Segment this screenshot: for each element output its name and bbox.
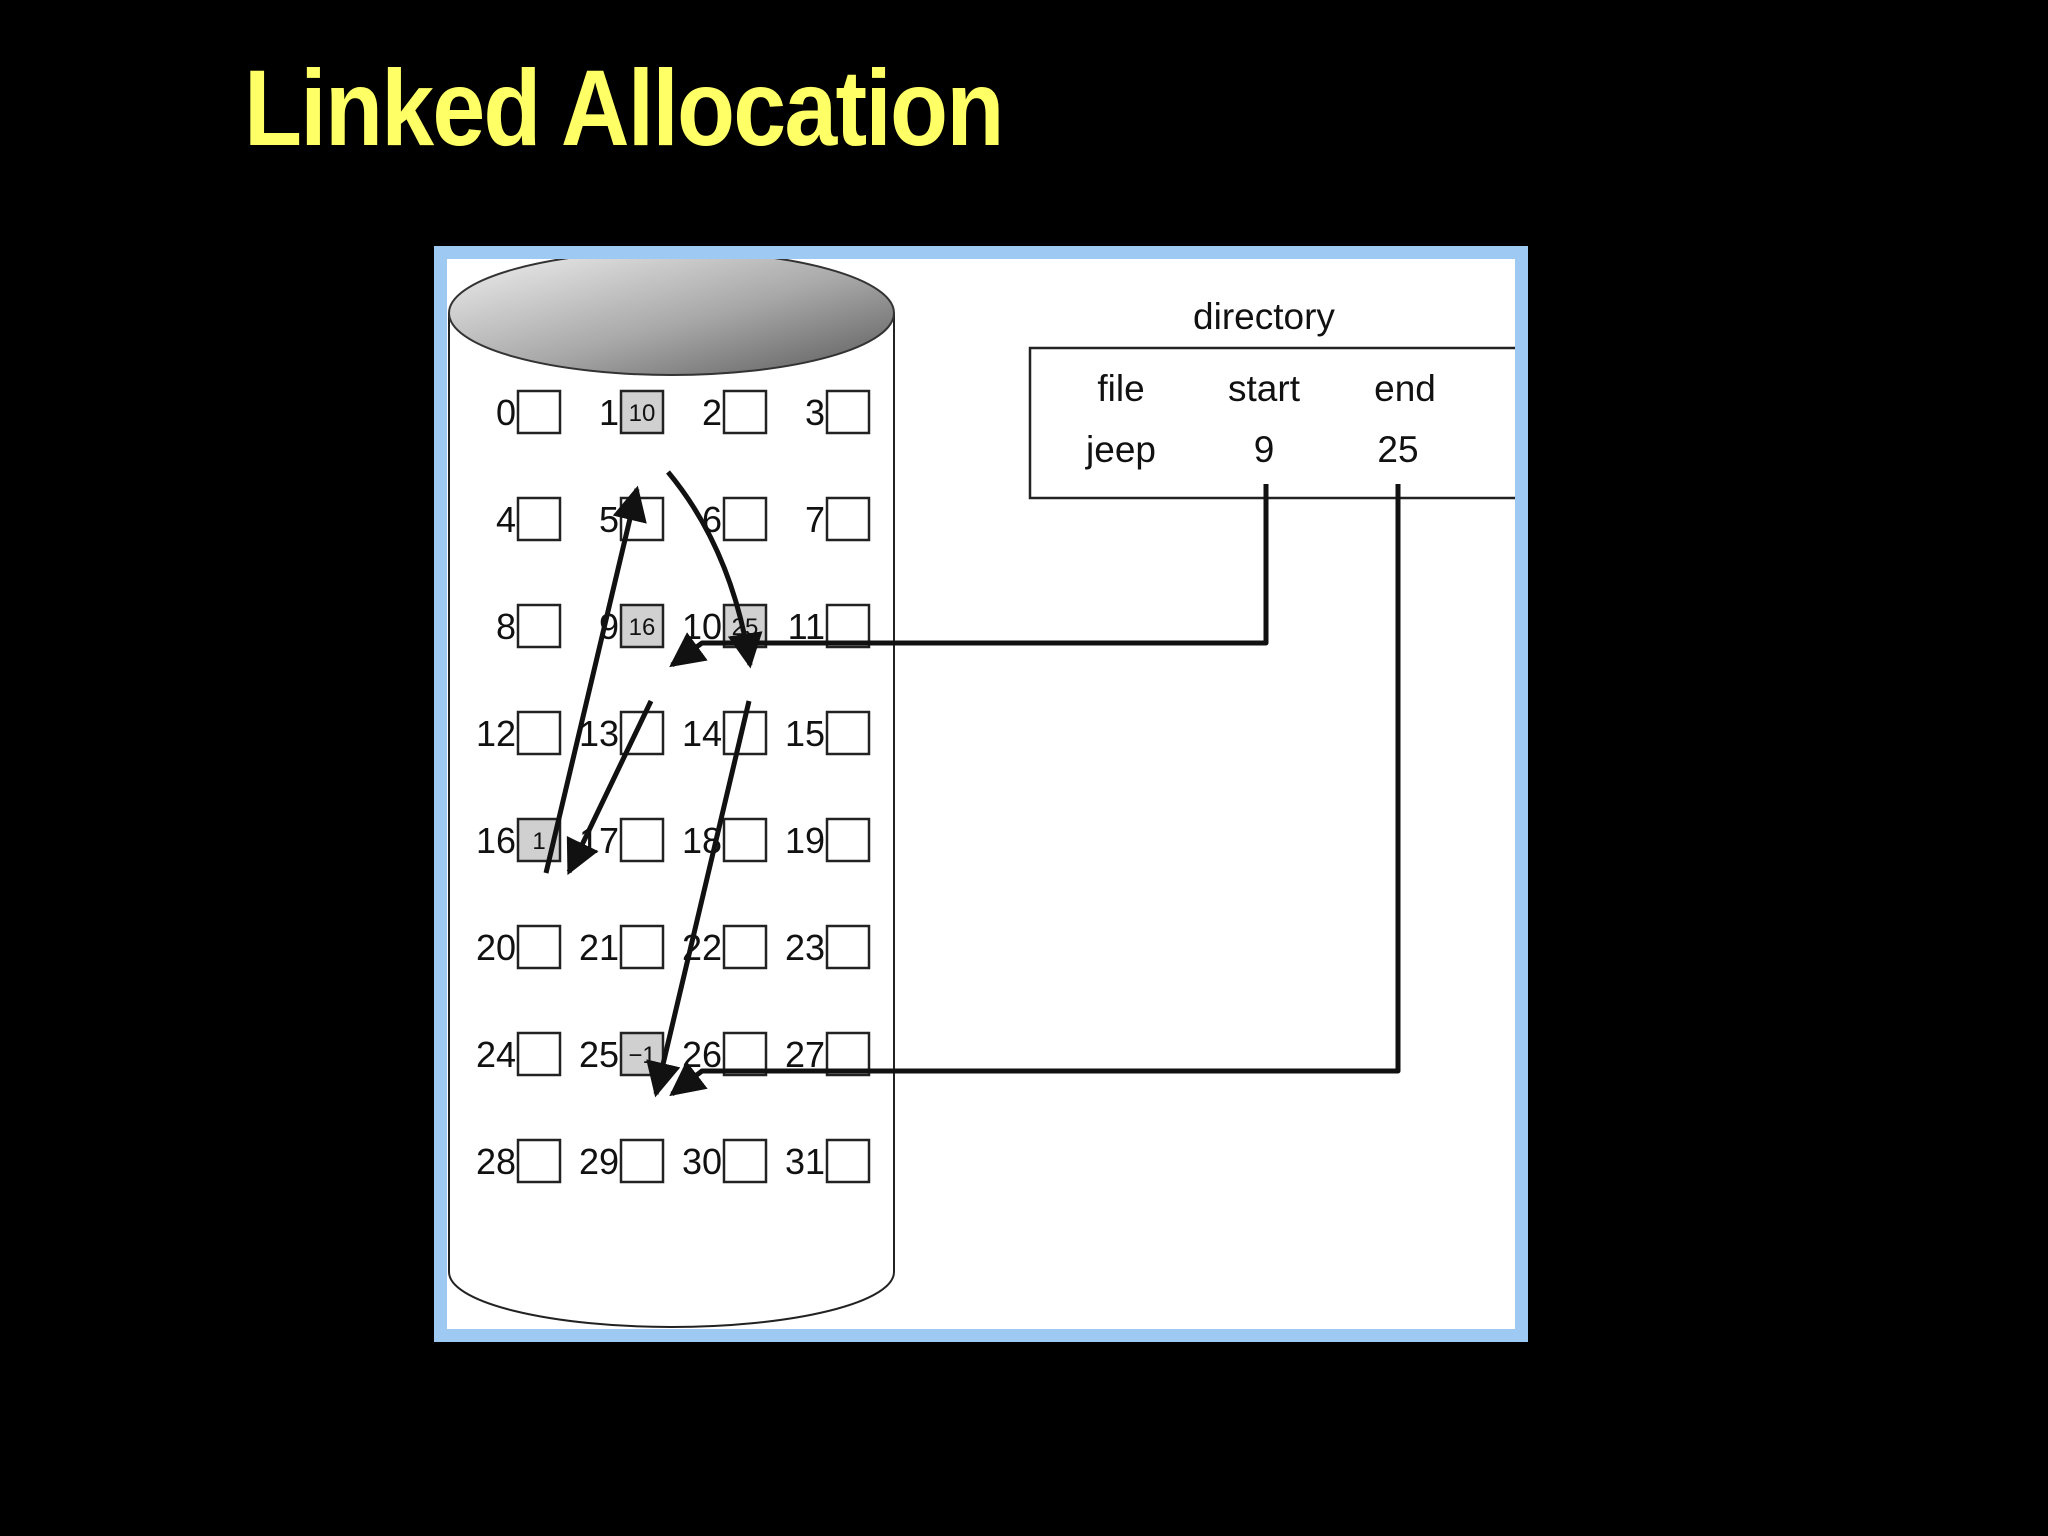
free-block-box <box>518 391 560 433</box>
free-block-box <box>621 819 663 861</box>
free-block-box <box>518 712 560 754</box>
free-block-box <box>724 391 766 433</box>
block-number: 15 <box>785 713 825 754</box>
slide-title: Linked Allocation <box>244 46 1003 170</box>
free-block-box <box>724 819 766 861</box>
block-number: 1 <box>599 392 619 433</box>
free-block-box <box>518 1033 560 1075</box>
free-block-box <box>724 498 766 540</box>
disk-block: 20 <box>476 926 560 968</box>
disk-block: 31 <box>785 1140 869 1182</box>
free-block-box <box>518 605 560 647</box>
block-number: 4 <box>496 499 516 540</box>
free-block-box <box>827 926 869 968</box>
disk-block: 25 −1 <box>579 1033 663 1075</box>
directory-title: directory <box>1193 296 1335 337</box>
pointer-arrows <box>546 472 1398 1094</box>
disk-block: 19 <box>785 819 869 861</box>
disk-block: 7 <box>805 498 869 540</box>
free-block-box <box>518 1140 560 1182</box>
block-number: 30 <box>682 1141 722 1182</box>
disk-block: 28 <box>476 1140 560 1182</box>
block-number: 24 <box>476 1034 516 1075</box>
disk-block: 6 <box>702 498 766 540</box>
block-number: 29 <box>579 1141 619 1182</box>
block-next-pointer: 16 <box>629 614 656 641</box>
link-arrow-16-to-1 <box>546 489 637 873</box>
block-next-pointer: 1 <box>532 828 545 855</box>
free-block-box <box>621 926 663 968</box>
free-block-box <box>827 498 869 540</box>
free-block-box <box>827 712 869 754</box>
block-number: 5 <box>599 499 619 540</box>
disk-block: 4 <box>496 498 560 540</box>
block-number: 28 <box>476 1141 516 1182</box>
directory-header-file: file <box>1097 368 1144 409</box>
directory-cell-end: 25 <box>1377 429 1418 470</box>
block-number: 7 <box>805 499 825 540</box>
disk-bottom-rim <box>449 1272 894 1327</box>
disk-block: 3 <box>805 391 869 433</box>
disk-block: 30 <box>682 1140 766 1182</box>
disk-block: 23 <box>785 926 869 968</box>
disk-block: 24 <box>476 1033 560 1075</box>
disk-block: 13 <box>579 712 663 754</box>
free-block-box <box>621 1140 663 1182</box>
block-number: 20 <box>476 927 516 968</box>
disk-block: 29 <box>579 1140 663 1182</box>
disk-block: 16 1 <box>476 819 560 861</box>
disk-block: 14 <box>682 712 766 754</box>
block-number: 23 <box>785 927 825 968</box>
free-block-box <box>827 391 869 433</box>
directory-header-end: end <box>1374 368 1436 409</box>
directory-header-start: start <box>1228 368 1301 409</box>
disk-block: 0 <box>496 391 560 433</box>
block-number: 31 <box>785 1141 825 1182</box>
block-next-pointer: −1 <box>628 1042 655 1069</box>
free-block-box <box>827 1140 869 1182</box>
disk-block: 2 <box>702 391 766 433</box>
block-number: 25 <box>579 1034 619 1075</box>
free-block-box <box>827 819 869 861</box>
block-number: 19 <box>785 820 825 861</box>
free-block-box <box>724 1140 766 1182</box>
free-block-box <box>518 498 560 540</box>
disk-block: 12 <box>476 712 560 754</box>
block-next-pointer: 10 <box>629 400 656 427</box>
block-number: 3 <box>805 392 825 433</box>
disk-block: 8 <box>496 605 560 647</box>
free-block-box <box>518 926 560 968</box>
disk-block: 18 <box>682 819 766 861</box>
free-block-box <box>724 926 766 968</box>
block-number: 14 <box>682 713 722 754</box>
disk-top-platter <box>449 259 894 375</box>
disk-block: 1 10 <box>599 391 663 433</box>
end-pointer-arrow <box>672 484 1398 1094</box>
block-number: 16 <box>476 820 516 861</box>
block-number: 6 <box>702 499 722 540</box>
disk-block: 21 <box>579 926 663 968</box>
directory-cell-start: 9 <box>1254 429 1275 470</box>
directory-cell-file: jeep <box>1085 429 1156 470</box>
block-number: 12 <box>476 713 516 754</box>
disk-block: 15 <box>785 712 869 754</box>
block-number: 0 <box>496 392 516 433</box>
directory-panel: directory file start end jeep 9 25 <box>1030 296 1515 498</box>
block-number: 8 <box>496 606 516 647</box>
block-number: 2 <box>702 392 722 433</box>
block-number: 21 <box>579 927 619 968</box>
